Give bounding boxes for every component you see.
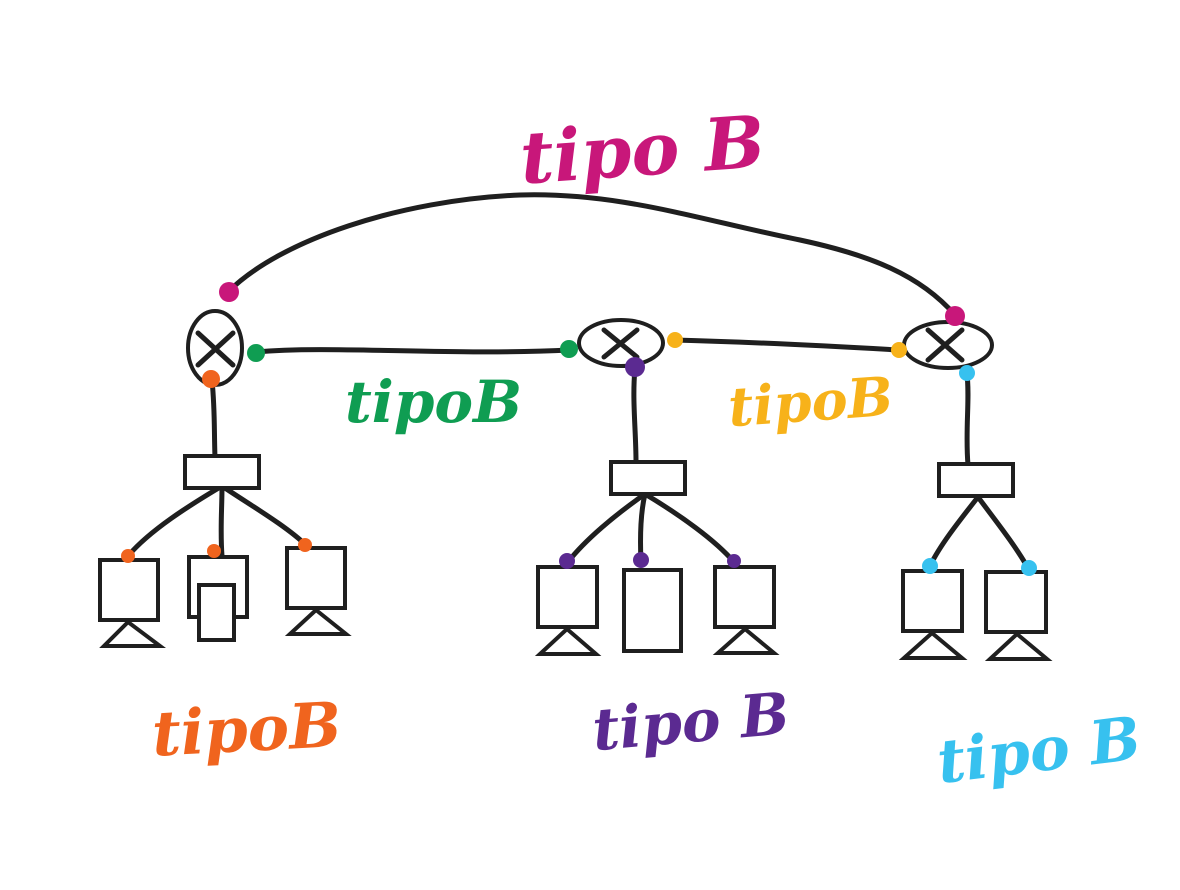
link-s2-h3 [642,491,737,565]
host-left-3 [284,546,352,636]
label-left-mid: tipoB [345,368,522,436]
host-mid-2 [622,568,683,653]
dots-cyan [922,365,1037,576]
label-bottom-left: tipoB [150,688,343,771]
host-right-2 [984,570,1053,661]
x-circle-router-icon [925,327,965,363]
dots-purple [559,357,741,569]
x-circle-router-icon [195,330,236,368]
router-middle [577,318,665,368]
link-router2-switch2 [631,365,639,465]
label-bottom-right: tipo B [933,704,1144,798]
switch-right [937,462,1015,498]
link-s2-h1 [565,491,648,565]
link-s3-h1 [927,494,981,569]
dots-green [247,340,578,362]
link-s1-h2 [218,483,225,559]
link-s3-h2 [975,494,1031,571]
dots-magenta [219,282,965,326]
label-bottom-mid: tipo B [590,679,792,764]
label-right-mid: tipoB [726,364,895,439]
dots-orange [121,370,312,563]
link-s1-h3 [219,483,310,549]
link-s2-h2 [637,491,648,565]
link-s1-h1 [125,483,225,559]
host-mid-3 [712,565,780,655]
switch-left [183,454,261,490]
router-right [902,320,994,370]
host-left-2 [187,555,249,642]
link-mid-right [671,337,901,353]
link-left-mid [253,347,573,355]
label-top: tipo B [517,99,767,201]
switch-middle [609,460,687,496]
host-right-1 [898,569,968,660]
x-circle-router-icon [601,327,640,360]
link-router3-switch3 [964,371,971,468]
host-left-1 [98,558,166,648]
dots-yellow [667,332,907,358]
top-link [225,192,958,318]
link-router1-switch1 [209,377,218,461]
router-left [186,309,244,387]
host-mid-1 [534,565,602,656]
